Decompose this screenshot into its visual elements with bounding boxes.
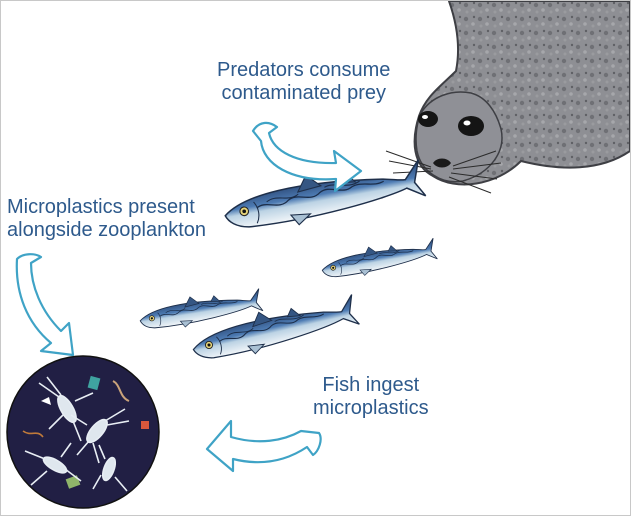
label-line: Fish ingest — [322, 374, 420, 396]
label-fish-ingest-microplastics: Fish ingest microplastics — [313, 374, 429, 420]
label-line: Predators consume — [217, 59, 391, 81]
label-line: contaminated prey — [221, 82, 386, 104]
label-line: alongside zooplankton — [7, 219, 207, 241]
label-predators-consume-prey: Predators consume contaminated prey — [217, 59, 390, 105]
label-microplastics-zooplankton: Microplastics present alongside zooplank… — [7, 196, 206, 242]
label-line: Microplastics present — [7, 196, 195, 218]
curved-arrow-icon — [15, 121, 363, 473]
fish-illustration — [137, 154, 439, 368]
seal-illustration — [385, 1, 630, 194]
zooplankton-sample-circle — [6, 355, 160, 509]
label-line: microplastics — [313, 397, 429, 419]
